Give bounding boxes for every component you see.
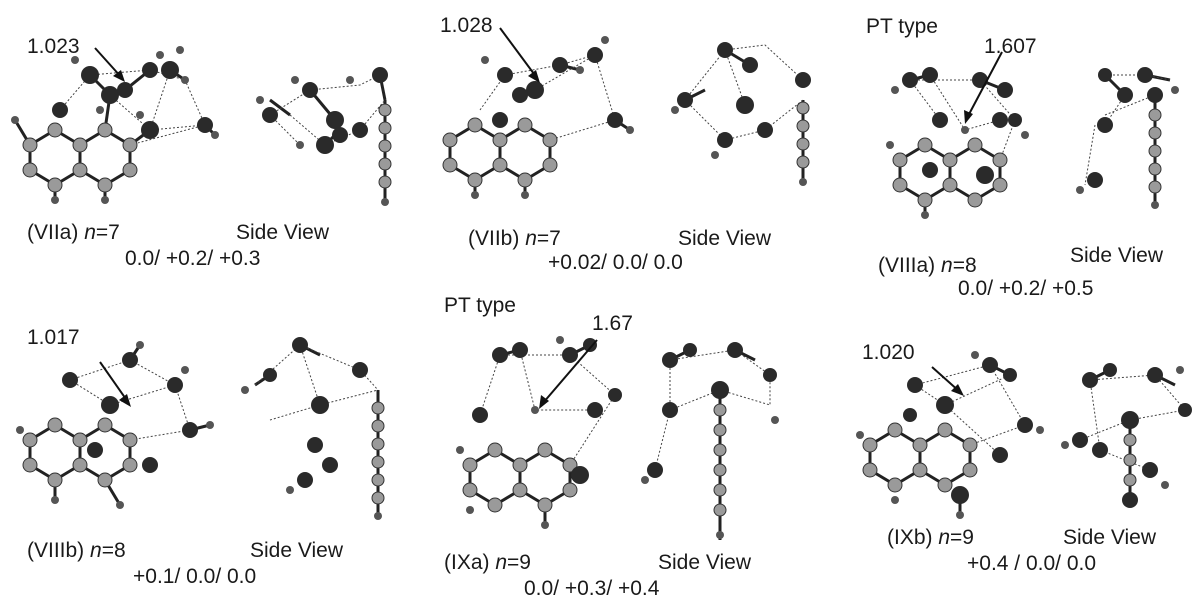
n-variable: n — [525, 227, 537, 250]
relative-energies: 0.0/ +0.2/ +0.3 — [125, 247, 261, 270]
molecule-front-view — [442, 27, 634, 199]
compound-id: (IXb) — [887, 526, 933, 549]
molecule-side-view — [241, 337, 385, 520]
molecule-side-view — [1076, 67, 1179, 209]
compound-label: (VIIb) n=7 — [468, 228, 561, 249]
n-variable: n — [90, 539, 102, 562]
molecule-side-view — [671, 42, 811, 186]
side-view-label: Side View — [250, 539, 344, 562]
n-value: =7 — [95, 221, 120, 244]
side-view-label: Side View — [1063, 526, 1157, 549]
n-value: =9 — [950, 526, 974, 549]
bond-length-label: 1.607 — [984, 35, 1037, 58]
compound-label: (IXb) n=9 — [887, 527, 974, 548]
relative-energies: 0.0/ +0.2/ +0.5 — [958, 277, 1094, 300]
molecule-front-view — [886, 51, 1029, 219]
bond-length-label: 1.67 — [592, 312, 633, 335]
compound-id: (VIIIa) — [878, 254, 936, 277]
compound-label: (VIIa) n=7 — [27, 222, 120, 243]
bond-length-label: 1.023 — [27, 35, 80, 58]
relative-energies: +0.4 / 0.0/ 0.0 — [967, 552, 1097, 575]
side-view-label: Side View — [236, 221, 330, 244]
molecule-side-view — [1061, 363, 1192, 508]
relative-energies: +0.1/ 0.0/ 0.0 — [133, 565, 257, 588]
side-view-label: Side View — [678, 227, 772, 250]
molecule-side-view — [641, 342, 779, 540]
compound-label: (VIIIb) n=8 — [27, 540, 126, 561]
n-variable: n — [941, 254, 953, 277]
n-value: =7 — [536, 227, 561, 250]
n-value: =8 — [101, 539, 126, 562]
side-view-label: Side View — [658, 551, 752, 574]
n-value: =9 — [507, 551, 531, 574]
molecule-front-view — [456, 336, 622, 529]
bond-length-label: 1.028 — [440, 14, 493, 37]
compound-id: (VIIa) — [27, 221, 79, 244]
n-variable: n — [938, 526, 951, 549]
compound-id: (IXa) — [444, 551, 490, 574]
side-view-label: Side View — [1070, 244, 1164, 267]
compound-id: (VIIIb) — [27, 539, 85, 562]
molecule-front-view — [16, 341, 214, 509]
bond-length-label: 1.020 — [862, 341, 915, 364]
n-variable: n — [84, 221, 96, 244]
n-value: =8 — [952, 254, 977, 277]
bond-length-label: 1.017 — [27, 326, 80, 349]
type-label: PT type — [444, 294, 516, 317]
compound-label: (IXa) n=9 — [444, 552, 531, 573]
n-variable: n — [495, 551, 508, 574]
molecule-front-view — [856, 351, 1044, 519]
relative-energies: +0.02/ 0.0/ 0.0 — [548, 251, 683, 274]
molecule-front-view — [11, 46, 219, 204]
relative-energies: 0.0/ +0.3/ +0.4 — [524, 577, 660, 600]
compound-id: (VIIb) — [468, 227, 520, 250]
compound-label: (VIIIa) n=8 — [878, 255, 977, 276]
molecule-side-view — [256, 67, 392, 206]
type-label: PT type — [866, 15, 938, 38]
